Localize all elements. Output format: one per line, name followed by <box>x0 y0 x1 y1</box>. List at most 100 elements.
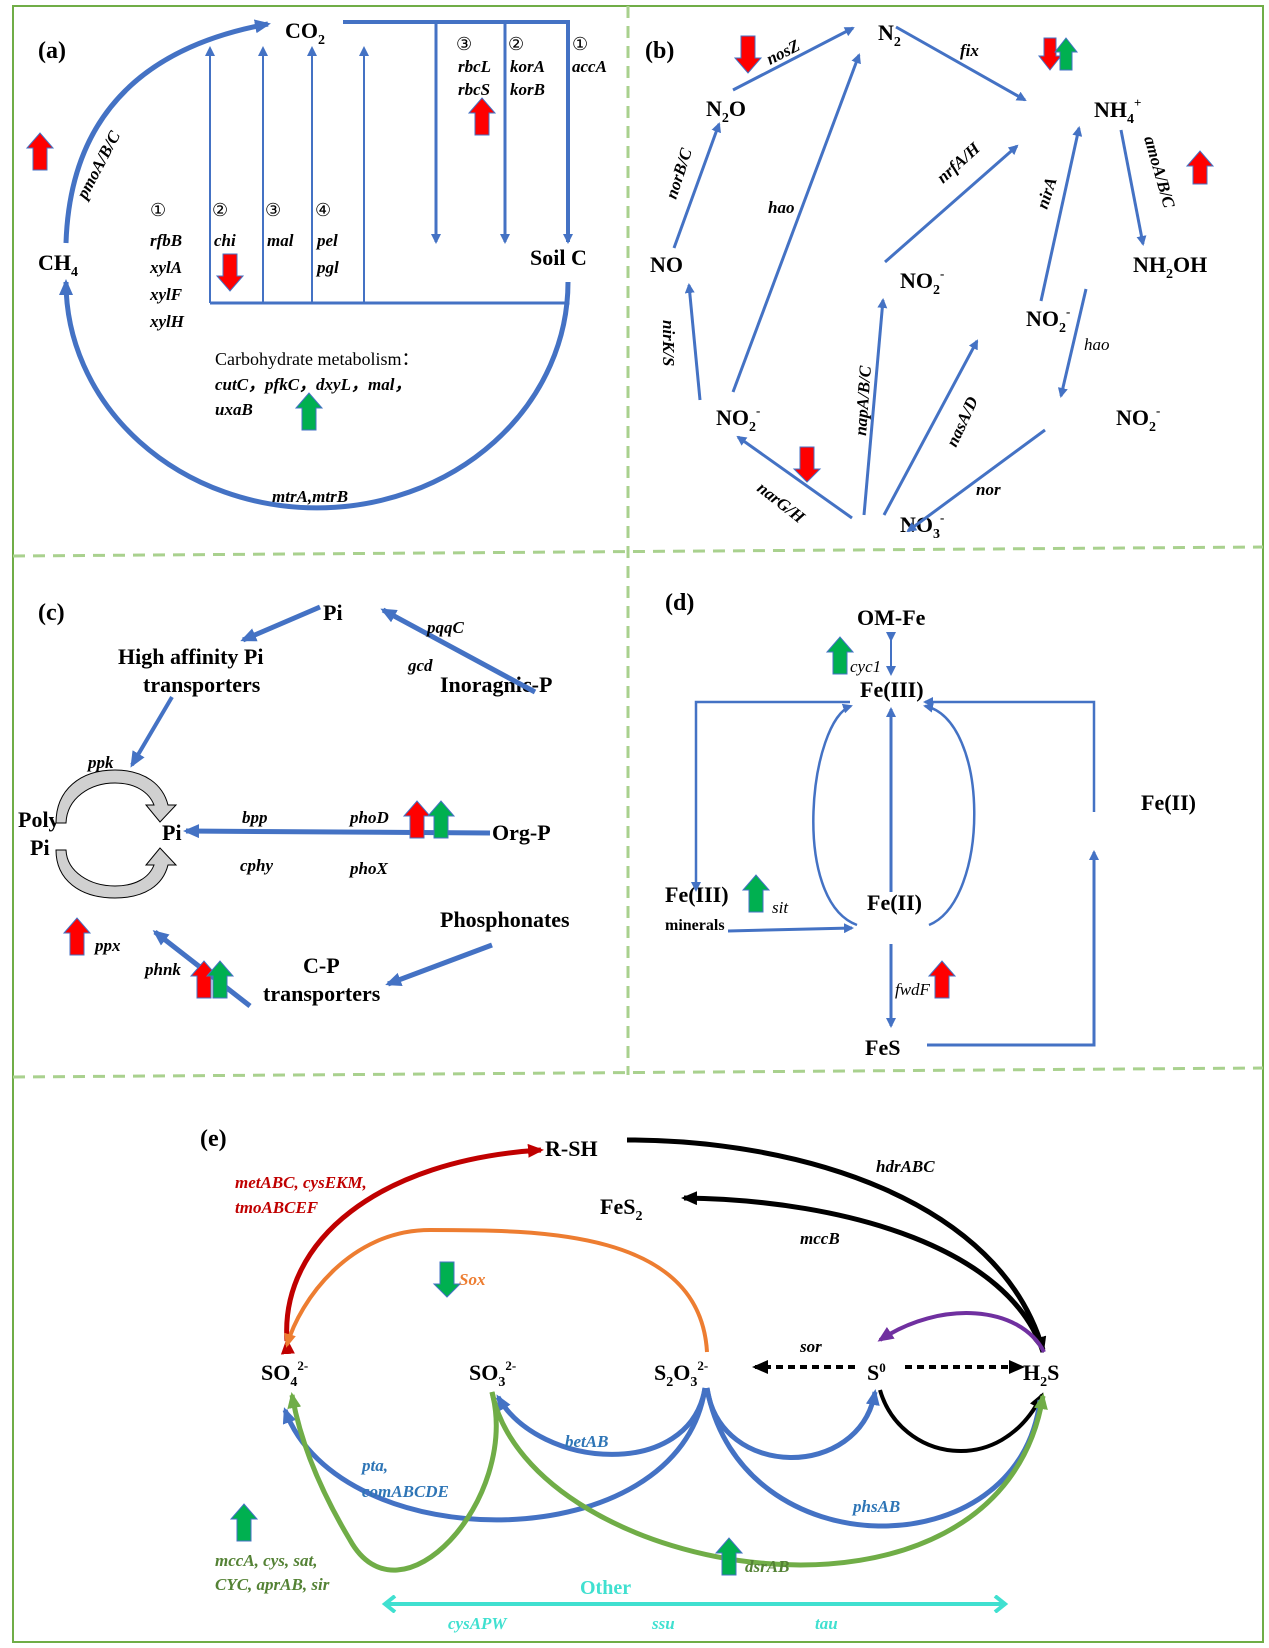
gene-xylH: xylH <box>149 312 185 331</box>
gene-pgl: pgl <box>315 258 339 277</box>
node-nh4: NH4+ <box>1094 95 1141 127</box>
gene-ppx: ppx <box>93 936 121 955</box>
degradation-group-1-number: ① <box>150 200 166 220</box>
gene-hao-n2: hao <box>768 198 794 217</box>
gene-sox: Sox <box>459 1270 486 1289</box>
gene-mal: mal <box>267 231 294 250</box>
arrow-fe2right-to-fe3 <box>923 697 1096 812</box>
down-red-arrow-icon <box>792 446 822 483</box>
fixation-group-2-number: ② <box>508 34 524 54</box>
gene-tmoABCEF: tmoABCEF <box>235 1198 319 1217</box>
panel-b-label: (b) <box>645 38 674 64</box>
node-h2s: H2S <box>1023 1360 1059 1390</box>
arrow-co2-to-soilc-accA <box>343 20 573 244</box>
gene-bpp: bpp <box>242 808 268 827</box>
arrow-no2-to-no <box>684 283 702 401</box>
node-om-fe: OM-Fe <box>857 605 926 630</box>
node-fes2: FeS2 <box>600 1194 642 1224</box>
panel-d-iron-cycle: (d) OM-Fe Fe(III) Fe(II) Fe(III) mineral… <box>665 590 1196 1060</box>
arrow-nh4-to-nh2oh <box>1119 129 1147 246</box>
arrow-no3-to-no2-narG <box>736 435 853 520</box>
node-fes: FeS <box>865 1035 900 1060</box>
gene-ppk: ppk <box>86 753 114 772</box>
gene-fwdF: fwdF <box>895 980 931 999</box>
fixation-group-1-number: ① <box>572 34 588 54</box>
panel-c-phosphorus-cycle: (c) Pi High affinity Pi transporters Ino… <box>18 600 570 1008</box>
gene-mccB: mccB <box>800 1229 840 1248</box>
gene-metABC-cysEKM: metABC, cysEKM, <box>235 1173 367 1192</box>
panel-a-carbon-cycle: (a) CO2 CH4 Soil C pmoA/B/C mtrA,mtrB ③ … <box>25 18 607 511</box>
gene-rfbB: rfbB <box>150 231 182 250</box>
gene-cyc1: cyc1 <box>850 657 881 676</box>
pi-to-polypi-arrow-icon <box>55 847 178 899</box>
arrow-soilc-to-ch4 <box>59 279 571 511</box>
gene-sit: sit <box>772 898 789 917</box>
arrow-n2-to-nh4 <box>895 25 1027 102</box>
arrow-no2-to-n2 <box>731 53 861 393</box>
arrow-nh2oh-to-no2 <box>1057 288 1088 398</box>
arrow-s2o3-to-h2s-phsAB <box>704 1387 1043 1529</box>
node-s0: S0 <box>867 1360 886 1385</box>
gene-pta: pta, <box>360 1456 388 1475</box>
gene-phnk: phnk <box>143 960 181 979</box>
node-cp-transporters-line2: transporters <box>263 981 381 1006</box>
gene-amoABC: amoA/B/C <box>1140 134 1179 211</box>
gene-accA: accA <box>572 57 607 76</box>
node-high-affinity-transporters: transporters <box>143 672 261 697</box>
gene-xylA: xylA <box>149 258 182 277</box>
gene-norBC: norB/C <box>662 145 696 201</box>
gene-xylF: xylF <box>149 285 183 304</box>
arrow-h2s-to-s0 <box>877 1311 1046 1353</box>
arrow-s2o3-to-so4-sox <box>284 1227 709 1353</box>
carbohydrate-genes-line2: uxaB <box>215 400 253 419</box>
gene-korB: korB <box>510 80 545 99</box>
gene-nirKS: nirK/S <box>659 320 678 366</box>
node-pi-mid: Pi <box>162 820 182 845</box>
gene-CYC-aprAB-sir: CYC, aprAB, sir <box>215 1575 330 1594</box>
arrow-so3-to-so4-green <box>287 1391 499 1573</box>
arrow-rsh-to-h2s-hdrABC <box>626 1137 1047 1353</box>
gene-hao-no2: hao <box>1084 335 1110 354</box>
up-red-arrow-icon <box>1185 150 1215 185</box>
gene-rbcS: rbcS <box>458 80 490 99</box>
gene-phoX: phoX <box>348 859 388 878</box>
node-n2o: N2O <box>706 96 746 126</box>
node-ch4: CH4 <box>38 250 78 280</box>
down-red-arrow-icon <box>215 253 245 292</box>
arrow-h2s-to-fes2-mccB <box>681 1191 1046 1353</box>
up-green-arrow-icon <box>714 1537 744 1576</box>
node-co2: CO2 <box>285 18 325 48</box>
up-green-arrow-icon <box>205 960 235 999</box>
arrow-inorganic-to-pi <box>380 607 537 695</box>
degradation-group-2-number: ② <box>212 200 228 220</box>
arrow-minerals-to-fe2 <box>727 923 854 934</box>
carbohydrate-genes-line1: cutC，pfkC，dxyL，mal， <box>215 375 411 394</box>
gene-mtrAB: mtrA,mtrB <box>272 487 348 506</box>
up-green-arrow-icon <box>1053 37 1079 71</box>
arrow-phosphonates-to-cp <box>385 942 493 987</box>
gene-fix: fix <box>960 41 979 60</box>
gene-pqqC: pqqC <box>425 618 465 637</box>
node-fe2-mid: Fe(II) <box>867 890 922 915</box>
gene-narGH: narG/H <box>754 478 809 527</box>
carbohydrate-metabolism-title: Carbohydrate metabolism： <box>215 349 419 369</box>
outer-frame <box>12 5 1264 1643</box>
panel-e-label: (e) <box>200 1126 227 1152</box>
node-no2-nasA: NO2- <box>1026 304 1070 336</box>
node-so3: SO32- <box>469 1358 516 1390</box>
arrow-no-to-n2o <box>672 122 721 249</box>
arrow-no3-to-no2-nasA <box>882 339 979 516</box>
arrow-n2o-to-n2 <box>732 26 855 92</box>
down-red-arrow-icon <box>1037 37 1063 71</box>
fixation-group-3-number: ③ <box>456 34 472 54</box>
arrow-ch4-to-co2 <box>63 19 271 244</box>
up-red-arrow-icon <box>62 917 92 956</box>
up-green-arrow-icon <box>294 392 324 431</box>
gene-nirA: nirA <box>1033 175 1061 211</box>
arrow-s2o3-to-so4-pta <box>282 1387 708 1523</box>
arrow-s0-to-h2s-lower <box>878 1389 1044 1453</box>
down-red-arrow-icon <box>733 35 763 74</box>
arrow-fe2-to-fe3-right-loop <box>923 702 976 927</box>
node-s2o3: S2O32- <box>654 1358 708 1390</box>
node-poly-pi-line1: Poly <box>18 807 60 832</box>
